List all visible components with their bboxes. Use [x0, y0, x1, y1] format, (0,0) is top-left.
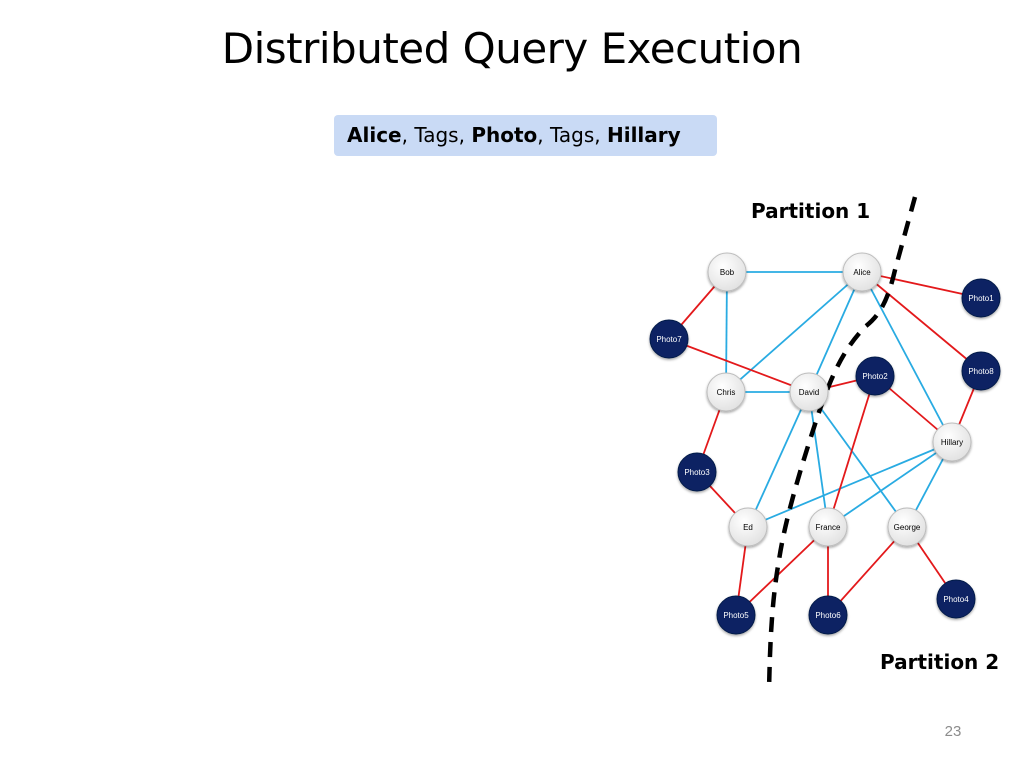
friend-edge-david-ed — [747, 391, 810, 528]
photo-node-circle — [961, 351, 1001, 391]
page-number: 23 — [944, 723, 962, 740]
person-node-circle — [842, 252, 882, 292]
tag-edge-photo7-david — [668, 338, 810, 393]
node-photo7: Photo7 — [649, 319, 689, 359]
person-node-circle — [706, 372, 746, 412]
query-segment: Photo — [471, 123, 538, 147]
node-label: George — [894, 523, 921, 532]
node-label: Photo3 — [684, 468, 710, 477]
node-chris: Chris — [706, 372, 746, 412]
friend-edge-alice-hillary — [861, 271, 953, 443]
node-label: Photo7 — [656, 335, 682, 344]
tag-edge-photo6-george — [827, 526, 908, 616]
node-france: France — [808, 507, 848, 547]
tag-edge-photo5-france — [735, 526, 829, 616]
person-node-circle — [808, 507, 848, 547]
photo-node-circle — [855, 356, 895, 396]
person-node-circle — [789, 372, 829, 412]
node-photo1: Photo1 — [961, 278, 1001, 318]
tag-edge-alice-photo8 — [861, 271, 982, 372]
node-label: Chris — [717, 388, 736, 397]
tag-edge-photo2-france — [827, 375, 876, 528]
node-photo2: Photo2 — [855, 356, 895, 396]
person-node-circle — [887, 507, 927, 547]
node-hillary: Hillary — [932, 422, 972, 462]
node-label: Photo2 — [862, 372, 888, 381]
person-node-circle — [932, 422, 972, 462]
person-node-circle — [707, 252, 747, 292]
friend-edge-david-george — [808, 391, 908, 528]
photo-node-circle — [808, 595, 848, 635]
node-photo6: Photo6 — [808, 595, 848, 635]
node-label: Photo8 — [968, 367, 994, 376]
tag-edge-alice-photo1 — [861, 271, 982, 299]
query-segment: Hillary — [606, 123, 681, 147]
photo-node-circle — [936, 579, 976, 619]
node-label: Photo1 — [968, 294, 994, 303]
query-box: Alice, Tags, Photo, Tags, Hillary — [334, 115, 717, 156]
node-label: Hillary — [941, 438, 963, 447]
node-label: Ed — [743, 523, 753, 532]
query-segment: Alice — [347, 123, 402, 147]
partition-1-label: Partition 1 — [751, 199, 871, 223]
node-label: Photo5 — [723, 611, 749, 620]
node-bob: Bob — [707, 252, 747, 292]
slide-title: Distributed Query Execution — [221, 24, 803, 73]
node-photo3: Photo3 — [677, 452, 717, 492]
friend-edge-alice-david — [808, 271, 863, 393]
node-photo5: Photo5 — [716, 595, 756, 635]
friend-edge-france-hillary — [827, 441, 953, 528]
node-ed: Ed — [728, 507, 768, 547]
query-segment: , Tags, — [401, 123, 472, 147]
node-label: France — [816, 523, 841, 532]
node-photo8: Photo8 — [961, 351, 1001, 391]
photo-node-circle — [649, 319, 689, 359]
node-david: David — [789, 372, 829, 412]
photo-node-circle — [961, 278, 1001, 318]
photo-node-circle — [716, 595, 756, 635]
node-label: Photo4 — [943, 595, 969, 604]
node-alice: Alice — [842, 252, 882, 292]
partition-2-label: Partition 2 — [880, 650, 1000, 674]
person-node-circle — [728, 507, 768, 547]
node-label: Bob — [720, 268, 735, 277]
query-segment: , Tags, — [537, 123, 607, 147]
photo-node-circle — [677, 452, 717, 492]
node-label: Photo6 — [815, 611, 841, 620]
node-label: David — [799, 388, 819, 397]
node-photo4: Photo4 — [936, 579, 976, 619]
node-george: George — [887, 507, 927, 547]
friend-edge-ed-hillary — [747, 441, 953, 528]
friend-edge-alice-chris — [725, 271, 863, 393]
node-label: Alice — [853, 268, 871, 277]
friend-edge-david-france — [808, 391, 829, 528]
partition-divider-line — [766, 196, 918, 693]
friend-edge-bob-chris — [725, 271, 728, 393]
